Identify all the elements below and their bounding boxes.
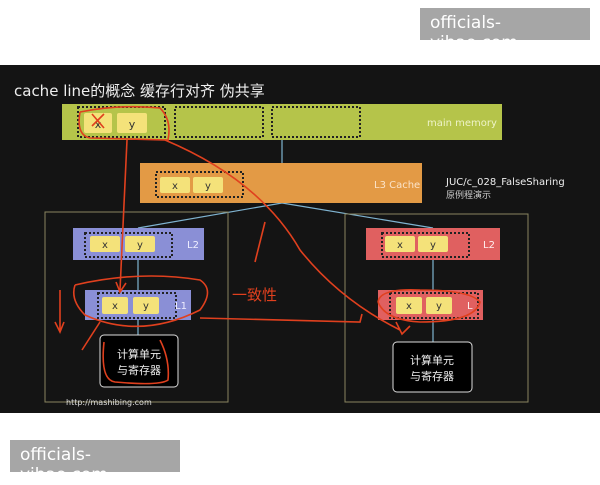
footer-url: http://mashibing.com: [66, 398, 152, 407]
watermark-top: officials-yihao.com: [420, 8, 590, 53]
l3-label: L3 Cache: [374, 180, 420, 191]
video-slide: cache line的概念 缓存行对齐 伪共享 x y main memory …: [0, 65, 600, 413]
cell-y-label: y: [129, 118, 136, 131]
handwritten-annotations: [54, 105, 481, 385]
main-memory-label: main memory: [427, 118, 497, 129]
cell-x-label: x: [406, 301, 412, 312]
cell-y-label: y: [205, 181, 211, 192]
register-label: 与寄存器: [410, 369, 454, 383]
watermark-bottom: officials-yihao.com: [10, 440, 180, 485]
cell-x-label: x: [102, 240, 108, 251]
left-core: x y L2 x y L1 计算单元 与寄存器: [44, 211, 229, 403]
code-path: JUC/c_028_FalseSharing: [445, 177, 565, 188]
l2-label: L2: [187, 240, 199, 251]
l1-label: L: [467, 301, 473, 312]
connectors: [137, 140, 434, 342]
cell-x-label: x: [112, 301, 118, 312]
cell-x: [84, 113, 112, 133]
l1-label: L1: [175, 301, 187, 312]
cell-x-label: x: [397, 240, 403, 251]
compute-unit-label: 计算单元: [117, 347, 161, 361]
cell-y-label: y: [436, 301, 442, 312]
compute-unit-label: 计算单元: [410, 353, 454, 367]
cell-x-label: x: [172, 181, 178, 192]
main-memory-block: x y main memory: [62, 104, 502, 140]
right-core: x y L2 x y L 计算单元 与寄存器: [344, 213, 529, 403]
cell-y-label: y: [430, 240, 436, 251]
code-caption: 原例程演示: [446, 189, 491, 201]
slide-title: cache line的概念 缓存行对齐 伪共享: [14, 82, 265, 100]
register-label: 与寄存器: [117, 363, 161, 377]
cell-y-label: y: [143, 301, 149, 312]
l3-cache-block: x y L3 Cache: [140, 163, 422, 203]
cell-x-label: x: [95, 118, 102, 131]
cell-y: [117, 113, 147, 133]
l2-label: L2: [483, 240, 495, 251]
cell-y-label: y: [137, 240, 143, 251]
cache-diagram: cache line的概念 缓存行对齐 伪共享 x y main memory …: [14, 82, 565, 407]
annotation-consistency: 一致性: [232, 286, 277, 304]
